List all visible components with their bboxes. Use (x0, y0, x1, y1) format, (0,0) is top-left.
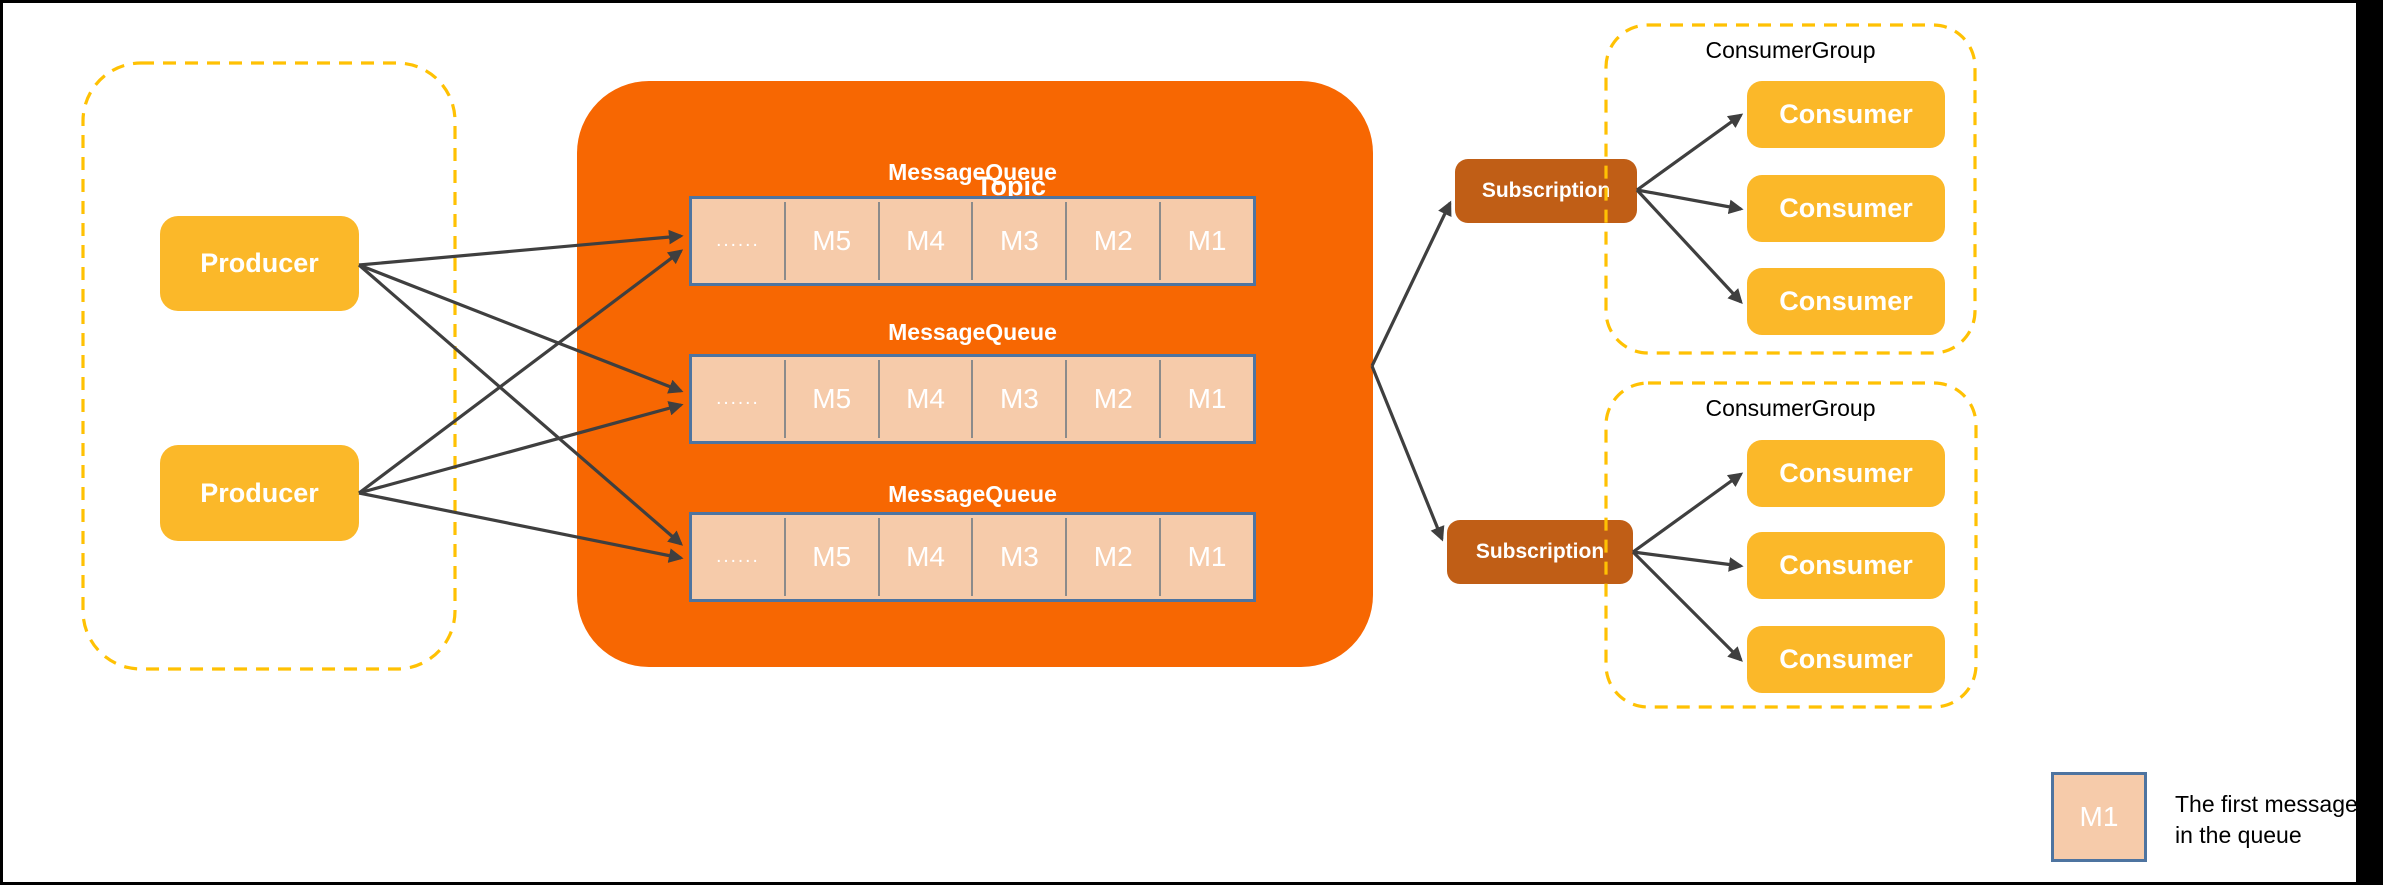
queue-cell: ...... (716, 388, 760, 409)
cell-divider (1159, 202, 1162, 280)
producer-group-boundary (81, 61, 457, 671)
legend-sample-cell: M1 (2051, 772, 2147, 862)
consumer-group-label: ConsumerGroup (1705, 37, 1876, 63)
consumer-box: Consumer (1747, 626, 1945, 693)
arrow-subscription2-consumer1 (1632, 472, 1744, 554)
cell-divider (971, 518, 974, 596)
cell-divider (1159, 518, 1162, 596)
queue-cell: M5 (812, 383, 852, 414)
queue-cell: ...... (716, 230, 760, 251)
legend-caption-line1: The first message (2175, 791, 2358, 817)
legend-caption: The first message in the queue (2175, 789, 2375, 851)
arrow-subscription1-consumer2 (1636, 188, 1744, 215)
consumer-box: Consumer (1747, 440, 1945, 507)
queue-cell: M5 (812, 541, 852, 572)
cell-divider (1159, 360, 1162, 438)
cell-divider (1065, 360, 1068, 438)
cell-divider (783, 202, 786, 280)
consumer-box: Consumer (1747, 81, 1945, 148)
queue-cell: M3 (999, 225, 1039, 256)
queue-cell: M4 (906, 225, 946, 256)
consumer-group-label: ConsumerGroup (1705, 395, 1876, 421)
message-queue-row: ...... M5 M4 M3 M2 M1 (689, 354, 1256, 444)
queue-cell: M1 (1187, 383, 1227, 414)
messagequeue-label: MessageQueue (888, 159, 1057, 185)
subscription-box: Subscription (1447, 520, 1633, 584)
cell-divider (1065, 202, 1068, 280)
cell-divider (877, 518, 880, 596)
queue-cell: M2 (1093, 541, 1133, 572)
producer-box: Producer (160, 216, 359, 311)
queue-cell: M1 (1187, 225, 1227, 256)
queue-cell: M2 (1093, 383, 1133, 414)
queue-cell: M4 (906, 541, 946, 572)
arrow-subscription1-consumer3 (1635, 188, 1743, 304)
consumer-box: Consumer (1747, 268, 1945, 335)
cell-divider (971, 360, 974, 438)
cell-divider (1065, 518, 1068, 596)
queue-cell: M4 (906, 383, 946, 414)
queue-cell: M5 (812, 225, 852, 256)
cell-divider (877, 360, 880, 438)
cell-divider (783, 360, 786, 438)
queue-cell: M1 (1187, 541, 1227, 572)
messagequeue-label: MessageQueue (888, 319, 1057, 345)
arrow-subscription2-consumer3 (1631, 550, 1743, 662)
cell-divider (783, 518, 786, 596)
consumer-box: Consumer (1747, 175, 1945, 242)
arrow-subscription2-consumer2 (1632, 550, 1744, 572)
producer-box: Producer (160, 445, 359, 541)
legend-caption-line2: in the queue (2175, 822, 2302, 848)
message-queue-row: ...... M5 M4 M3 M2 M1 (689, 512, 1256, 602)
queue-cell: M2 (1093, 225, 1133, 256)
cell-divider (971, 202, 974, 280)
arrow-topic-subscription1 (1370, 200, 1452, 367)
queue-cell: M3 (999, 541, 1039, 572)
arrow-topic-subscription2 (1370, 365, 1445, 542)
cell-divider (877, 202, 880, 280)
queue-cell: M3 (999, 383, 1039, 414)
message-queue-row: ...... M5 M4 M3 M2 M1 (689, 196, 1256, 286)
consumer-box: Consumer (1747, 532, 1945, 599)
messagequeue-label: MessageQueue (888, 481, 1057, 507)
subscription-box: Subscription (1455, 159, 1637, 223)
right-black-band (2356, 3, 2380, 882)
queue-cell: ...... (716, 546, 760, 567)
arrow-subscription1-consumer1 (1636, 113, 1744, 192)
